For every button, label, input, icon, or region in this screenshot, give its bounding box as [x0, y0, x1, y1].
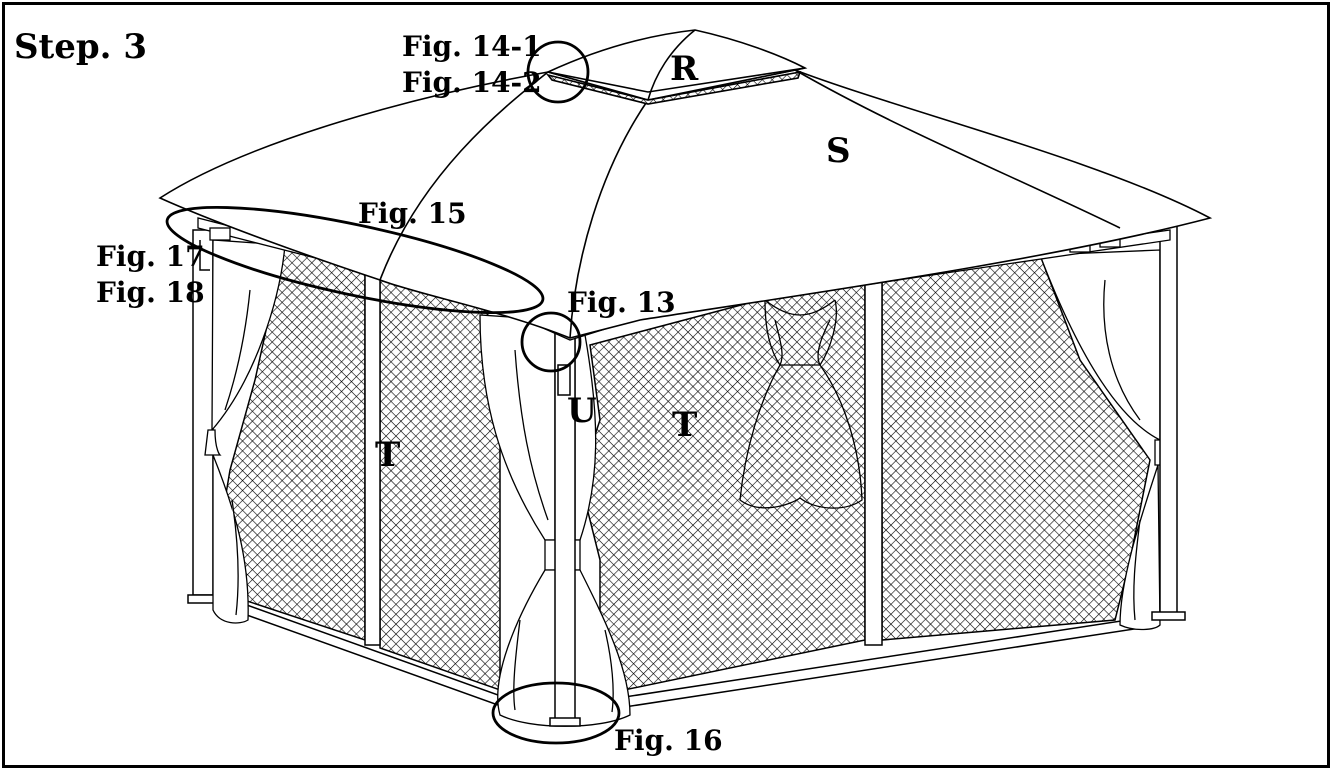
- fig-14-2-label: Fig. 14-2: [402, 66, 542, 99]
- callouts: [165, 40, 621, 745]
- callout-fig-15: [165, 206, 545, 314]
- callout-fig-14: [526, 40, 590, 104]
- part-t-left-label: T: [375, 435, 400, 475]
- mesh-net-panels: [214, 244, 1151, 696]
- front-curtain: [479, 314, 631, 727]
- center-curtain: [739, 299, 863, 509]
- fig-16-label: Fig. 16: [614, 724, 723, 757]
- fig-17-label: Fig. 17: [96, 240, 205, 273]
- canopy-top-vent: [545, 29, 808, 105]
- part-t-right-label: T: [672, 405, 697, 445]
- left-post: [187, 229, 219, 604]
- step-label: Step. 3: [14, 27, 147, 67]
- front-post: [549, 329, 581, 727]
- part-s-label: S: [826, 131, 851, 171]
- left-curtain: [204, 239, 286, 624]
- callout-fig-13: [520, 311, 582, 373]
- fig-13-label: Fig. 13: [567, 286, 676, 319]
- right-curtain: [1039, 249, 1166, 631]
- fig-15-label: Fig. 15: [358, 197, 467, 230]
- part-r-label: R: [670, 49, 699, 89]
- callout-fig-16: [491, 681, 621, 745]
- fig-14-1-label: Fig. 14-1: [402, 30, 542, 63]
- fig-18-label: Fig. 18: [96, 276, 205, 309]
- middle-right-post: [864, 274, 883, 646]
- part-u-label: U: [567, 391, 597, 431]
- canopy-main: [158, 69, 1213, 339]
